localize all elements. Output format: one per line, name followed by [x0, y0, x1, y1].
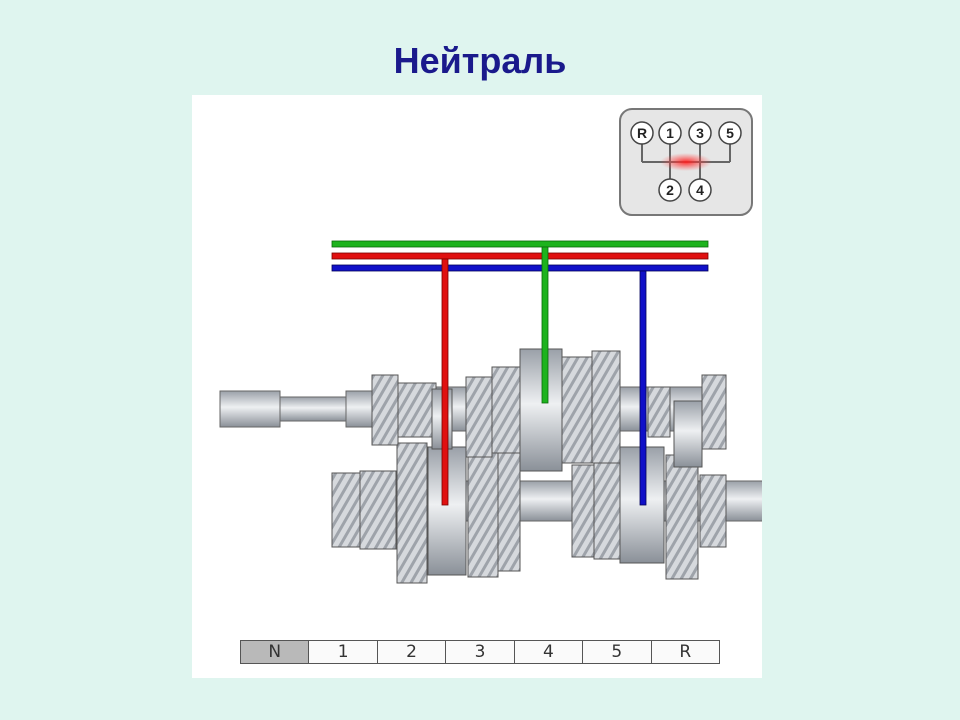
gear-cell-5[interactable]: 5	[583, 641, 652, 663]
gear-position-bar: N 1 2 3 4 5 R	[240, 640, 720, 664]
red-rail	[331, 252, 709, 260]
gear-cell-3[interactable]: 3	[446, 641, 515, 663]
green-fork	[541, 246, 549, 404]
gearbox-diagram-panel: R 1 3 5 2 4	[192, 95, 762, 678]
blue-fork	[639, 270, 647, 506]
selector-rails	[331, 240, 709, 506]
gear-cell-2[interactable]: 2	[377, 641, 447, 663]
shift-label-3: 3	[696, 125, 704, 141]
counter-shaft	[331, 442, 762, 584]
red-fork	[441, 258, 449, 506]
blue-rail	[331, 264, 709, 272]
gear-cell-4[interactable]: 4	[514, 641, 584, 663]
neutral-indicator-glow	[660, 153, 712, 171]
gear-cell-1[interactable]: 1	[309, 641, 378, 663]
shift-pattern-box: R 1 3 5 2 4	[619, 108, 753, 216]
main-shaft	[219, 348, 727, 472]
shift-label-4: 4	[696, 182, 704, 198]
shift-label-5: 5	[726, 125, 734, 141]
green-rail	[331, 240, 709, 248]
slide-title: Нейтраль	[393, 40, 567, 81]
shift-label-2: 2	[666, 182, 674, 198]
gearbox-diagram: R 1 3 5 2 4	[219, 108, 762, 584]
gear-cell-r[interactable]: R	[651, 641, 719, 663]
shift-label-1: 1	[666, 125, 674, 141]
gear-cell-n[interactable]: N	[241, 641, 310, 663]
shift-label-r: R	[637, 125, 647, 141]
